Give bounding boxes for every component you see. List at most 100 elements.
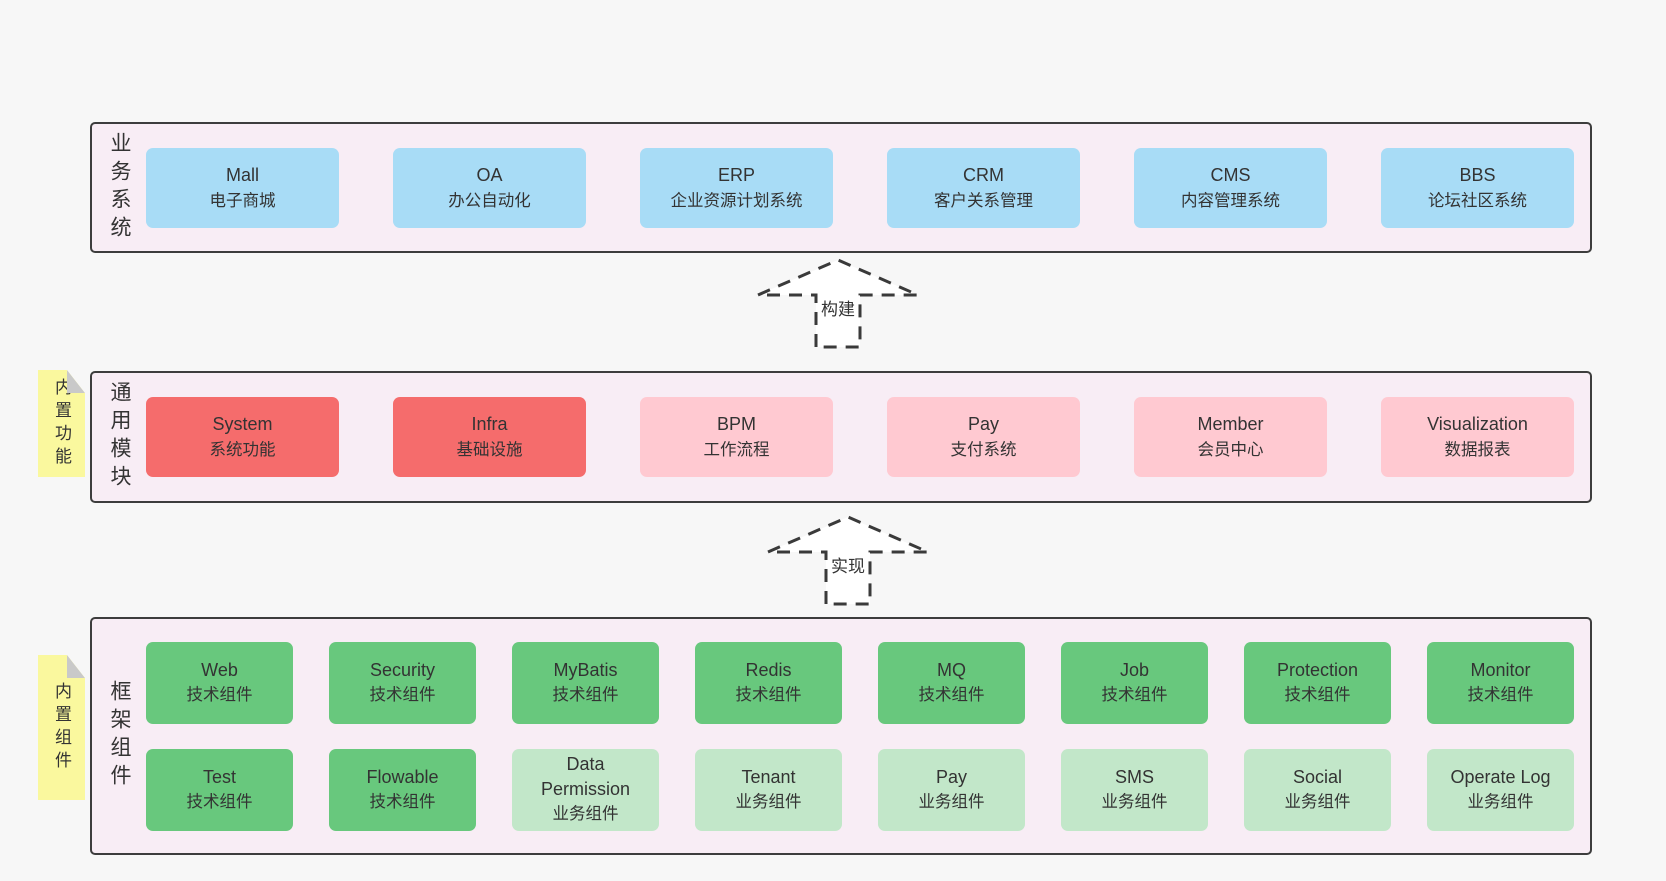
box-subtitle: 论坛社区系统	[1428, 191, 1527, 210]
box-social: Social 业务组件	[1244, 748, 1391, 831]
box-title: MQ	[937, 659, 966, 680]
box-title: Tenant	[741, 766, 796, 787]
box-title: Security	[369, 659, 436, 680]
box-subtitle: 会员中心	[1197, 441, 1264, 459]
section-label-framework-components: 框架组件	[108, 680, 131, 792]
up-arrow-icon: 构建	[757, 258, 919, 349]
box-subtitle: 企业资源计划系统	[670, 191, 803, 210]
box-title: Job	[1119, 659, 1150, 680]
box-title: OA	[476, 164, 503, 185]
box-subtitle: 数据报表	[1444, 441, 1511, 459]
box-title: CMS	[1210, 164, 1251, 185]
box-title: MyBatis	[553, 659, 618, 680]
up-arrow-outline	[767, 515, 929, 606]
box-security: Security 技术组件	[329, 641, 476, 724]
box-oa: OA 办公自动化	[393, 147, 586, 228]
box-job: Job 技术组件	[1061, 641, 1208, 724]
component-row: Mall 电子商城 OA 办公自动化 ERP 企业资源计划系统 CRM 客户关系管理 CMS 内容…	[146, 147, 1574, 228]
box-title: Protection	[1276, 659, 1359, 680]
box-subtitle: 业务组件	[552, 805, 619, 823]
box-subtitle: 技术组件	[918, 685, 985, 704]
build-arrow-label: 构建	[821, 300, 855, 319]
up-arrow-icon: 实现	[767, 515, 929, 606]
section-label-business-systems: 业务系统	[108, 131, 131, 244]
box-subtitle: 业务组件	[1467, 792, 1534, 811]
box-mq: MQ 技术组件	[878, 641, 1025, 724]
box-data-permission: Data Permission 业务组件	[512, 748, 659, 831]
box-member: Member 会员中心	[1134, 397, 1327, 477]
box-infra: Infra 基础设施	[393, 397, 586, 477]
box-title: Pay	[935, 766, 968, 787]
section-business-systems: 业务系统 Mall 电子商城 OA 办公自动化 ERP 企业资源计划系统 CRM 客户关系管理…	[90, 122, 1592, 253]
box-subtitle: 业务组件	[918, 792, 985, 811]
box-subtitle: 基础设施	[456, 441, 523, 459]
box-title: CRM	[963, 164, 1004, 185]
box-subtitle: 技术组件	[552, 685, 619, 704]
box-test: Test 技术组件	[146, 748, 293, 831]
box-subtitle: 工作流程	[703, 441, 770, 459]
box-title: Social	[1292, 766, 1343, 787]
sticky-note-built-in-features: 内置功能	[38, 370, 85, 477]
box-subtitle: 电子商城	[209, 191, 276, 210]
box-visualization: Visualization 数据报表	[1381, 397, 1574, 477]
box-flowable: Flowable 技术组件	[329, 748, 476, 831]
note-fold-icon	[67, 655, 85, 678]
box-tenant: Tenant 业务组件	[695, 748, 842, 831]
box-subtitle: 技术组件	[1101, 685, 1168, 704]
box-title: Infra	[471, 414, 508, 434]
box-subtitle: 业务组件	[1284, 792, 1351, 811]
box-subtitle: 技术组件	[186, 792, 253, 811]
box-mybatis: MyBatis 技术组件	[512, 641, 659, 724]
box-subtitle: 业务组件	[1101, 792, 1168, 811]
box-title: Data Permission	[540, 754, 631, 799]
box-title: Test	[202, 766, 236, 787]
box-crm: CRM 客户关系管理	[887, 147, 1080, 228]
implement-arrow: 实现	[762, 512, 934, 606]
box-mall: Mall 电子商城	[146, 147, 339, 228]
business-systems-boxes: Mall 电子商城 OA 办公自动化 ERP 企业资源计划系统 CRM 客户关系管理 CMS 内容…	[146, 124, 1590, 251]
box-title: Operate Log	[1450, 766, 1551, 787]
box-subtitle: 技术组件	[369, 685, 436, 704]
box-title: System	[212, 414, 273, 434]
note-fold-icon	[67, 370, 85, 393]
box-bbs: BBS 论坛社区系统	[1381, 147, 1574, 228]
box-subtitle: 业务组件	[735, 792, 802, 811]
box-title: ERP	[717, 164, 755, 185]
box-subtitle: 技术组件	[369, 792, 436, 811]
box-system: System 系统功能	[146, 397, 339, 477]
implement-arrow-label: 实现	[831, 557, 865, 576]
box-bpm: BPM 工作流程	[640, 397, 833, 477]
up-arrow-outline	[757, 258, 919, 349]
box-subtitle: 客户关系管理	[934, 191, 1033, 210]
box-title: Flowable	[366, 766, 439, 787]
box-title: Monitor	[1470, 659, 1531, 680]
box-erp: ERP 企业资源计划系统	[640, 147, 833, 228]
box-title: Mall	[225, 164, 259, 185]
note-label: 内置组件	[52, 681, 71, 774]
build-arrow: 构建	[752, 255, 924, 349]
box-title: BBS	[1459, 164, 1496, 185]
box-title: Member	[1197, 414, 1264, 434]
box-pay: Pay 业务组件	[878, 748, 1025, 831]
box-title: Pay	[967, 414, 1000, 434]
box-subtitle: 内容管理系统	[1181, 191, 1280, 210]
box-title: BPM	[716, 414, 756, 434]
box-subtitle: 技术组件	[1284, 685, 1351, 704]
box-operate-log: Operate Log 业务组件	[1427, 748, 1574, 831]
box-subtitle: 系统功能	[209, 441, 276, 459]
section-label-common-modules: 通用模块	[108, 381, 131, 493]
box-title: Visualization	[1427, 414, 1528, 434]
box-subtitle: 办公自动化	[448, 191, 531, 210]
